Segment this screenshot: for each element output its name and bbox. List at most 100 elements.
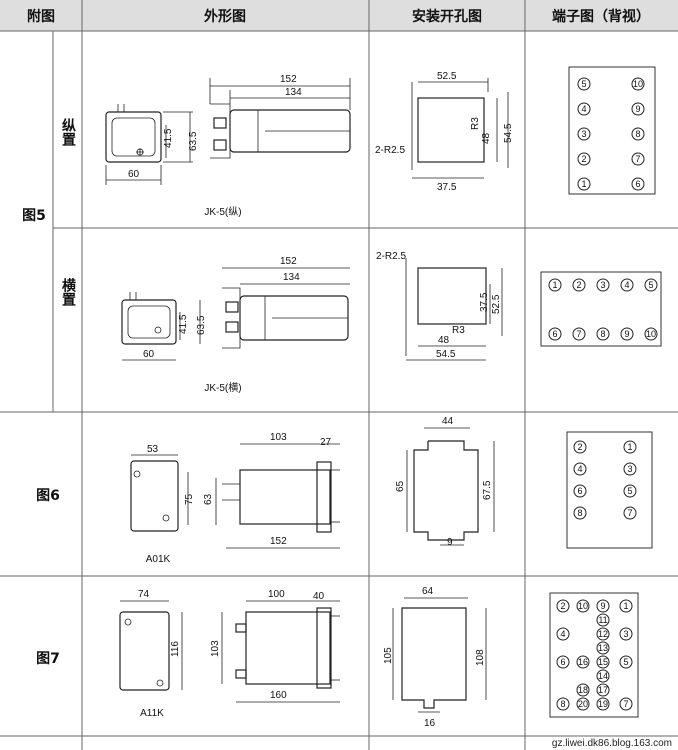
terminal-label: 2 [577, 442, 582, 452]
terminal-label: 3 [623, 629, 628, 639]
fig5-vertical-mount: 52.5 48 54.5 R3 2-R2.5 37.5 [375, 71, 514, 193]
terminal-label: 1 [627, 442, 632, 452]
dim-h-134: 134 [283, 272, 300, 283]
fig7-outline: 74 116 A11K 103 100 40 160 [119, 589, 340, 719]
dim-63: 63 [203, 493, 214, 505]
terminal-label: 2 [581, 154, 586, 164]
terminal-1 [619, 599, 633, 613]
dim-160: 160 [270, 690, 287, 701]
mount-108: 108 [475, 649, 486, 666]
terminal-label: 8 [600, 329, 605, 339]
mount-44: 44 [442, 416, 454, 427]
dim-134: 134 [285, 87, 302, 98]
terminal-label: 9 [635, 104, 640, 114]
terminal-label: 19 [598, 699, 608, 709]
mount-67-5: 67.5 [482, 480, 493, 500]
terminal-5 [623, 484, 637, 498]
terminal-label: 5 [623, 657, 628, 667]
dim-f6-152: 152 [270, 536, 287, 547]
terminal-7 [623, 506, 637, 520]
terminal-9 [620, 327, 634, 341]
terminal-label: 3 [600, 280, 605, 290]
dim-53: 53 [147, 444, 159, 455]
dim-100: 100 [268, 589, 285, 600]
terminal-label: 6 [635, 179, 640, 189]
terminal-10 [631, 77, 645, 91]
terminal-9 [631, 102, 645, 116]
dim-152: 152 [280, 74, 297, 85]
dim-40: 40 [313, 591, 325, 602]
terminal-3 [577, 127, 591, 141]
mount-h-52-5: 52.5 [491, 294, 502, 314]
terminal-3 [596, 278, 610, 292]
terminal-label: 4 [581, 104, 586, 114]
terminal-label: 10 [578, 601, 588, 611]
dim-h-41-5: 41.5 [178, 314, 189, 334]
terminal-label: 14 [598, 671, 608, 681]
terminal-4 [573, 462, 587, 476]
fig6-caption: A01K [146, 554, 171, 565]
terminal-label: 9 [600, 601, 605, 611]
mount-h-48: 48 [438, 335, 450, 346]
terminal-2 [573, 440, 587, 454]
mount-h-r3: R3 [452, 325, 465, 336]
fig5-vertical-outline: 41.5 63.5 60 152 134 JK-5(纵) [105, 74, 351, 218]
dim-41-5: 41.5 [163, 128, 174, 148]
dim-h-63-5: 63.5 [196, 315, 207, 335]
mount-65: 65 [395, 480, 406, 492]
terminal-label: 8 [577, 508, 582, 518]
fig5-horizontal-label: 横置 [60, 277, 76, 307]
terminal-7 [572, 327, 586, 341]
fig5-horizontal-mount: 2-R2.5 37.5 52.5 R3 48 54.5 [376, 251, 503, 361]
dim-h-152: 152 [280, 256, 297, 267]
terminal-16 [576, 655, 590, 669]
terminal-label: 6 [577, 486, 582, 496]
fig5h-caption: JK-5(横) [204, 381, 241, 394]
terminal-3 [623, 462, 637, 476]
dim-74: 74 [138, 589, 150, 600]
mount-105: 105 [383, 647, 394, 664]
terminal-label: 1 [552, 280, 557, 290]
terminal-label: 10 [646, 329, 656, 339]
fig5-vertical-label: 纵置 [60, 117, 76, 147]
terminal-label: 15 [598, 657, 608, 667]
terminal-5 [619, 655, 633, 669]
fig5v-caption: JK-5(纵) [204, 206, 241, 218]
terminal-6 [556, 655, 570, 669]
terminal-1 [548, 278, 562, 292]
terminal-label: 7 [576, 329, 581, 339]
terminal-label: 2 [560, 601, 565, 611]
terminal-label: 3 [581, 129, 586, 139]
terminal-13 [596, 641, 610, 655]
mount-64: 64 [422, 586, 434, 597]
terminal-label: 11 [598, 615, 607, 625]
terminal-10 [576, 599, 590, 613]
terminal-8 [556, 697, 570, 711]
terminal-7 [631, 152, 645, 166]
terminal-20 [576, 697, 590, 711]
terminal-2 [572, 278, 586, 292]
mount-37-5: 37.5 [437, 182, 457, 193]
terminal-label: 8 [560, 699, 565, 709]
terminal-label: 4 [577, 464, 582, 474]
terminal-2 [577, 152, 591, 166]
terminal-label: 5 [627, 486, 632, 496]
terminal-18 [576, 683, 590, 697]
dim-27: 27 [320, 437, 332, 448]
dim-63-5: 63.5 [188, 131, 199, 151]
dim-103: 103 [270, 432, 287, 443]
terminal-label: 16 [578, 657, 588, 667]
dim-60: 60 [128, 169, 140, 180]
terminal-10 [644, 327, 658, 341]
footer-watermark: gz.liwei.dk86.blog.163.com [552, 738, 672, 749]
terminal-label: 3 [627, 464, 632, 474]
mount-54-5: 54.5 [503, 123, 514, 143]
fig7-label: 图7 [36, 651, 60, 667]
mount-r3: R3 [470, 117, 481, 130]
terminal-label: 6 [560, 657, 565, 667]
terminal-label: 12 [598, 629, 608, 639]
